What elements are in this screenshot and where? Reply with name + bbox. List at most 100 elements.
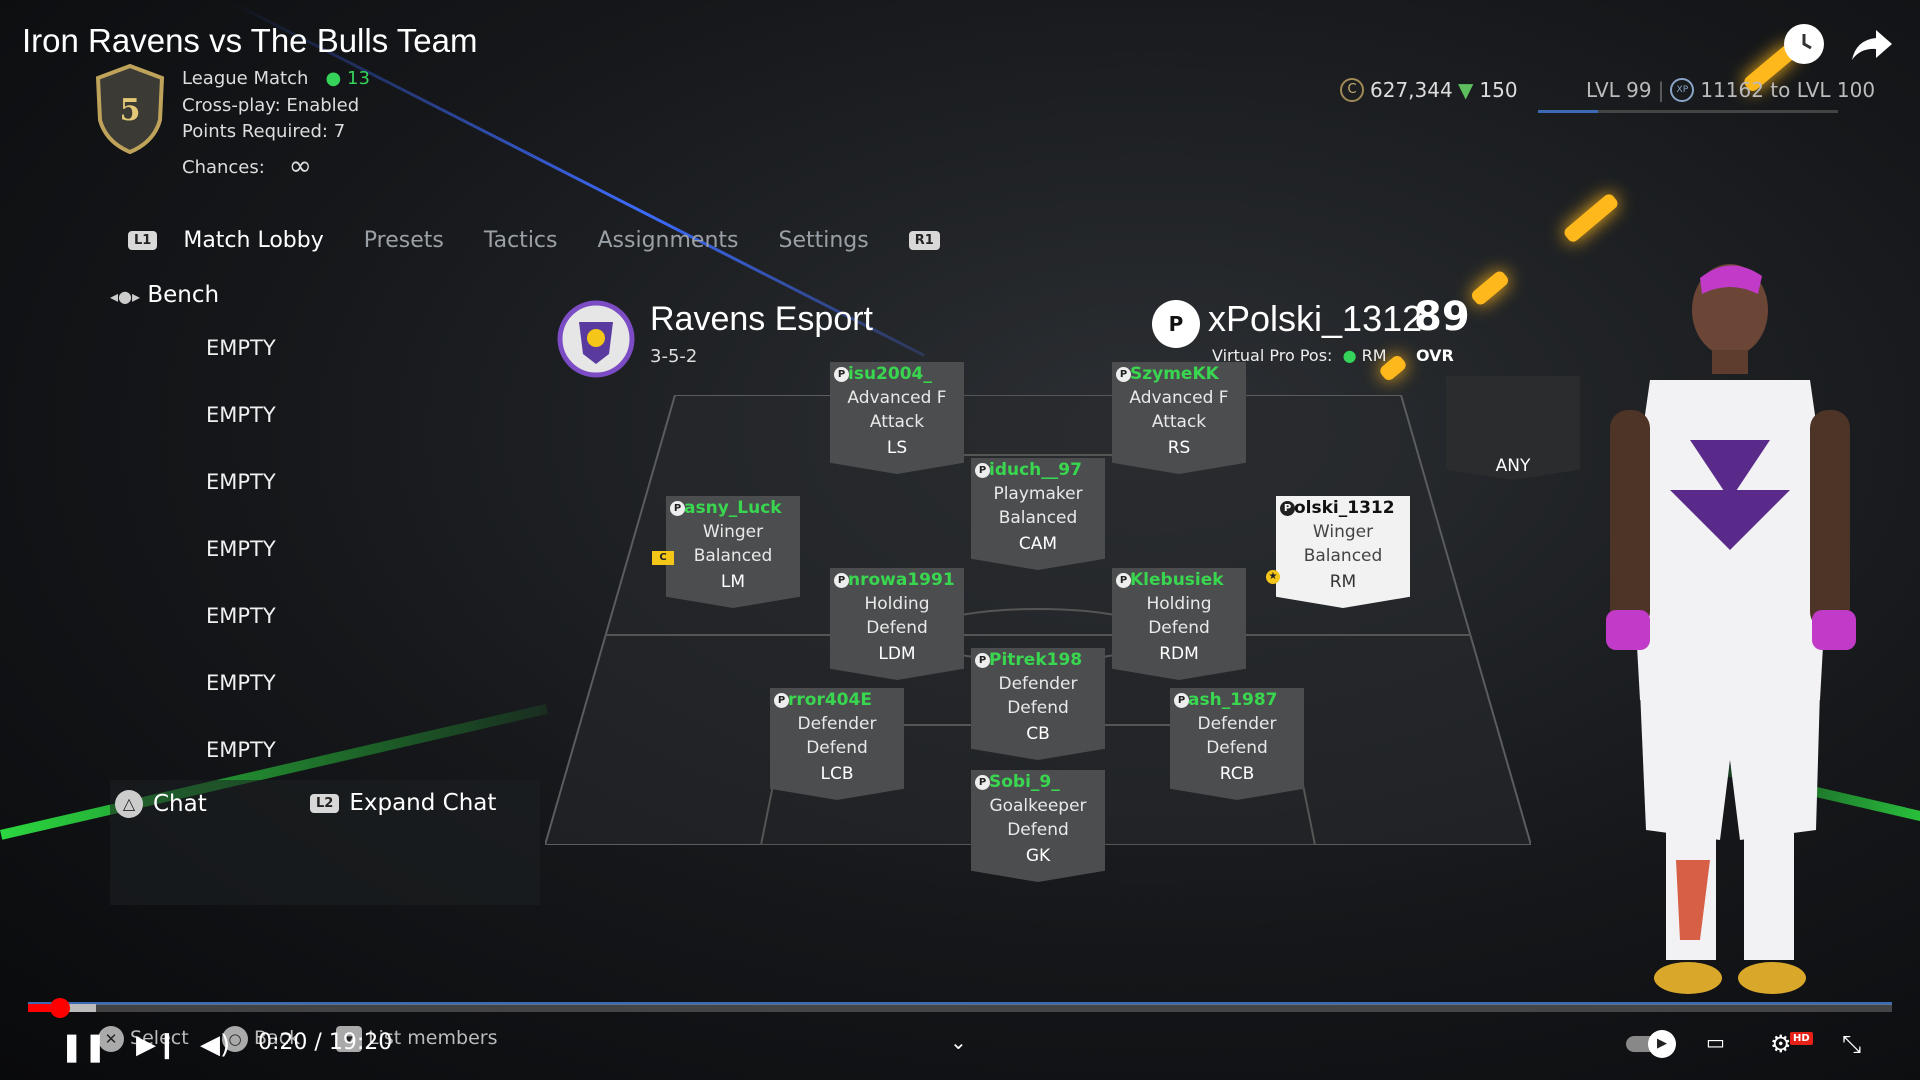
exit-fullscreen-icon[interactable]: ⤡ <box>1842 1030 1862 1058</box>
chevron-down-icon[interactable]: ⌄ <box>950 1030 967 1054</box>
circle-button-icon: ○ <box>222 1026 248 1052</box>
card-focus: Defend <box>866 618 928 638</box>
video-scrubber-handle[interactable] <box>49 998 70 1018</box>
left-stick-icon: ◂●▸ <box>110 287 141 306</box>
card-focus: Attack <box>869 412 925 432</box>
tab-presets[interactable]: Presets <box>363 228 444 253</box>
bench-slot[interactable]: EMPTY <box>206 403 276 427</box>
bench-header[interactable]: ◂●▸ Bench <box>110 282 219 308</box>
bench-slot[interactable]: EMPTY <box>206 537 276 561</box>
open-slot-card[interactable]: ANY <box>1446 376 1580 480</box>
player-model-image <box>1606 264 1856 994</box>
xp-progress-fill <box>1538 110 1598 113</box>
l1-button[interactable]: L1 <box>128 231 158 250</box>
chat-label: Chat <box>153 791 207 817</box>
card-role: Advanced F <box>847 388 947 408</box>
volume-icon[interactable]: ◀) <box>200 1030 231 1060</box>
member-count: 13 <box>347 68 370 89</box>
tab-match-lobby[interactable]: Match Lobby <box>183 228 324 253</box>
card-role: Defender <box>998 674 1078 694</box>
video-progress-buffered <box>64 1004 96 1012</box>
card-focus: Attack <box>1151 412 1207 432</box>
playstation-icon: P <box>670 501 685 516</box>
playstation-icon: P <box>774 693 789 708</box>
division-shield-icon: 5 <box>95 63 165 154</box>
card-position: CAM <box>1018 534 1058 554</box>
video-progress-bar[interactable] <box>28 998 1892 1018</box>
card-position: LCB <box>820 764 854 784</box>
next-icon[interactable]: ▶❙ <box>136 1030 178 1060</box>
share-icon[interactable] <box>1850 26 1894 62</box>
tab-settings[interactable]: Settings <box>778 228 869 253</box>
infinity-icon: ∞ <box>288 149 312 182</box>
playstation-icon: P <box>834 573 849 588</box>
clock-icon[interactable] <box>1784 24 1824 64</box>
member-icon: ● <box>314 68 342 89</box>
status-dot-icon: ● <box>1337 346 1357 365</box>
card-role: Defender <box>797 714 877 734</box>
club-crest-icon <box>557 300 635 378</box>
card-position: LDM <box>878 644 916 664</box>
division-number: 5 <box>120 93 141 128</box>
playstation-icon: P <box>1174 693 1189 708</box>
card-position: LM <box>720 572 746 592</box>
playstation-icon: P <box>1116 573 1131 588</box>
card-position: RDM <box>1159 644 1199 664</box>
playstation-icon: P <box>975 463 990 478</box>
xp-progress-bar <box>1538 110 1838 113</box>
r1-button[interactable]: R1 <box>908 231 940 250</box>
bench-slot[interactable]: EMPTY <box>206 738 276 762</box>
tab-assignments[interactable]: Assignments <box>597 228 739 253</box>
hint-select: ✕ Select <box>98 1026 189 1052</box>
pause-icon[interactable]: ❚❚ <box>60 1030 107 1063</box>
card-position: LS <box>886 438 908 458</box>
card-focus: Balanced <box>998 508 1078 528</box>
ovr-label: OVR <box>1416 346 1454 365</box>
player-name: xPolski_1312 <box>1208 298 1423 339</box>
open-slot-label: ANY <box>1495 456 1531 476</box>
chat-button[interactable]: △ Chat <box>115 790 207 818</box>
bench-slot[interactable]: EMPTY <box>206 336 276 360</box>
card-position: RS <box>1167 438 1191 458</box>
match-type: League Match ● 13 <box>182 68 370 89</box>
coin-icon: C <box>1340 78 1364 102</box>
bench-slot[interactable]: EMPTY <box>206 671 276 695</box>
expand-chat-button[interactable]: L2 Expand Chat <box>310 790 496 816</box>
triangle-button-icon: △ <box>115 790 143 818</box>
lobby-tabs: L1 Match Lobby Presets Tactics Assignmen… <box>128 228 940 253</box>
bench-slot[interactable]: EMPTY <box>206 470 276 494</box>
card-focus: Defend <box>1007 698 1069 718</box>
card-role: Advanced F <box>1129 388 1229 408</box>
card-focus: Defend <box>806 738 868 758</box>
playstation-icon: P <box>975 775 990 790</box>
settings-gear-icon[interactable]: ⚙ <box>1770 1030 1792 1058</box>
tab-tactics[interactable]: Tactics <box>483 228 558 253</box>
chances: Chances: ∞ <box>182 149 312 182</box>
subtitles-icon[interactable]: ▭ <box>1706 1030 1725 1054</box>
playstation-icon: P <box>975 653 990 668</box>
l2-button: L2 <box>310 793 340 813</box>
playstation-icon: P <box>834 367 849 382</box>
star-icon: ★ <box>1266 570 1280 584</box>
card-focus: Defend <box>1007 820 1069 840</box>
bench-slot[interactable]: EMPTY <box>206 604 276 628</box>
points-required: Points Required: 7 <box>182 121 346 142</box>
autoplay-toggle[interactable]: ▶ <box>1626 1030 1676 1058</box>
player-ovr: 89 <box>1414 294 1470 340</box>
